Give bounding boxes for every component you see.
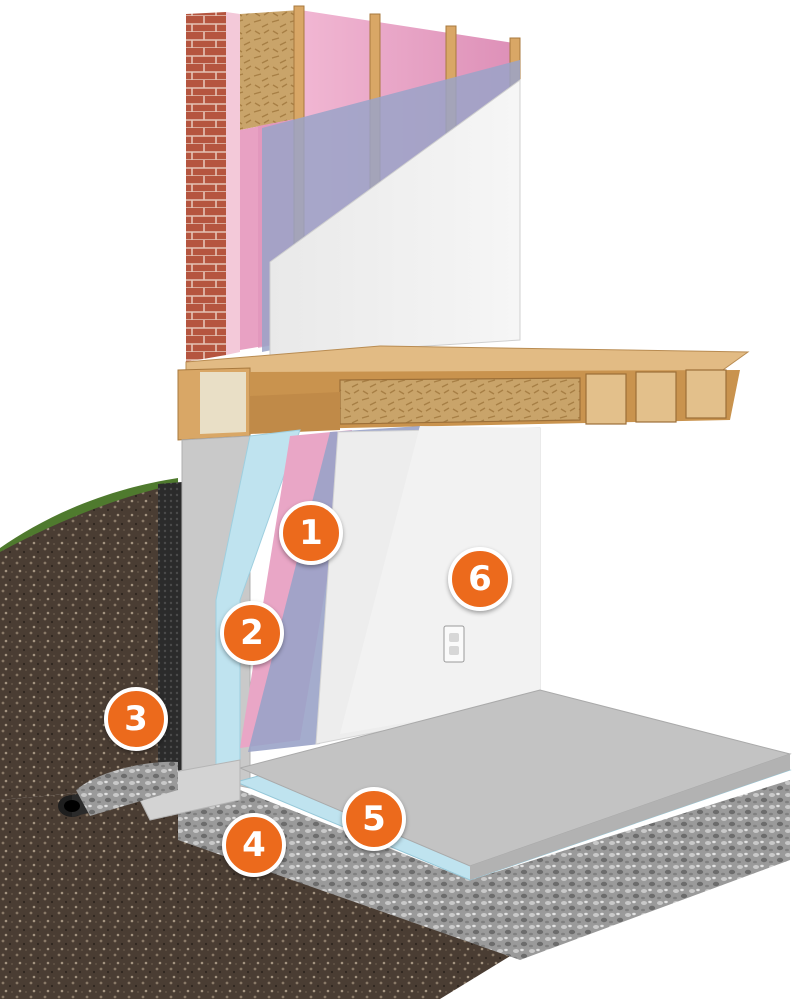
osb-sheathing: [240, 10, 300, 130]
callout-6: 6: [448, 547, 512, 611]
brick-veneer: [186, 12, 226, 362]
upper-wall-assembly: [186, 5, 521, 362]
basement-interior: [240, 426, 541, 752]
callout-3: 3: [104, 687, 168, 751]
i-joists: [339, 369, 727, 425]
callout-2: 2: [220, 601, 284, 665]
base-soil: [0, 790, 520, 999]
callout-1: 1: [279, 501, 343, 565]
electrical-outlet-icon: [443, 625, 465, 663]
callout-4: 4: [222, 813, 286, 877]
upper-drywall: [269, 79, 521, 357]
drainage-membrane: [158, 482, 182, 774]
callout-5: 5: [342, 787, 406, 851]
drain-gravel: [76, 761, 178, 816]
floor-system: [177, 345, 750, 441]
gravel-bed: [178, 780, 790, 960]
sill-gasket: [200, 372, 246, 434]
